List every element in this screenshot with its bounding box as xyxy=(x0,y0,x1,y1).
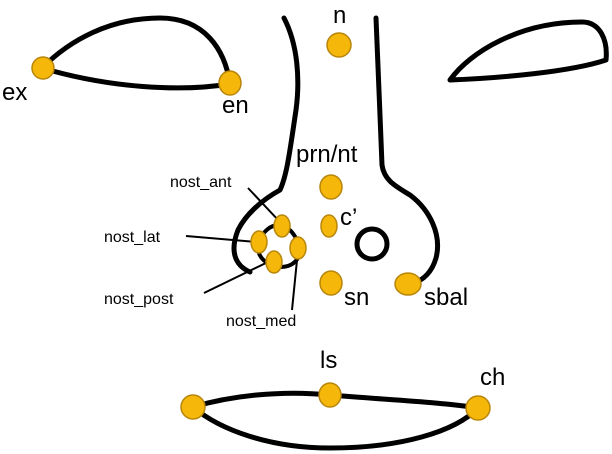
label-c-prime: c’ xyxy=(340,204,357,231)
landmark-n xyxy=(327,33,351,57)
label-nost-med: nost_med xyxy=(226,313,296,330)
landmark-prn-nt xyxy=(320,175,342,199)
landmark-nost-ant xyxy=(274,215,290,237)
landmark-points xyxy=(32,33,490,420)
landmark-sbal xyxy=(395,273,421,295)
nost-post-leader xyxy=(204,262,268,293)
landmark-nost-post xyxy=(266,251,282,273)
label-ex: ex xyxy=(2,79,27,106)
lower-lip-contour xyxy=(193,407,478,448)
landmark-ch-left xyxy=(181,395,205,419)
landmark-nost-lat xyxy=(251,231,267,253)
left-eye-outline xyxy=(42,18,230,88)
right-eye-outline xyxy=(450,22,606,80)
landmark-ex xyxy=(32,57,54,79)
label-ch: ch xyxy=(480,364,505,391)
label-sbal: sbal xyxy=(424,284,468,311)
landmark-c-prime xyxy=(321,215,337,237)
label-nost-post: nost_post xyxy=(104,291,174,308)
label-nost-lat: nost_lat xyxy=(104,229,161,246)
landmark-sn xyxy=(320,271,342,295)
landmark-nost-med xyxy=(290,237,306,259)
label-n: n xyxy=(333,2,346,29)
label-en: en xyxy=(222,92,249,119)
right-nostril-outline xyxy=(357,229,387,259)
label-prn-nt: prn/nt xyxy=(296,141,358,168)
landmark-ch-right xyxy=(466,396,490,420)
label-ls: ls xyxy=(320,347,337,374)
landmark-ls xyxy=(319,383,341,407)
label-nost-ant: nost_ant xyxy=(170,174,232,191)
nost-lat-leader xyxy=(186,236,256,242)
label-sn: sn xyxy=(344,284,369,311)
